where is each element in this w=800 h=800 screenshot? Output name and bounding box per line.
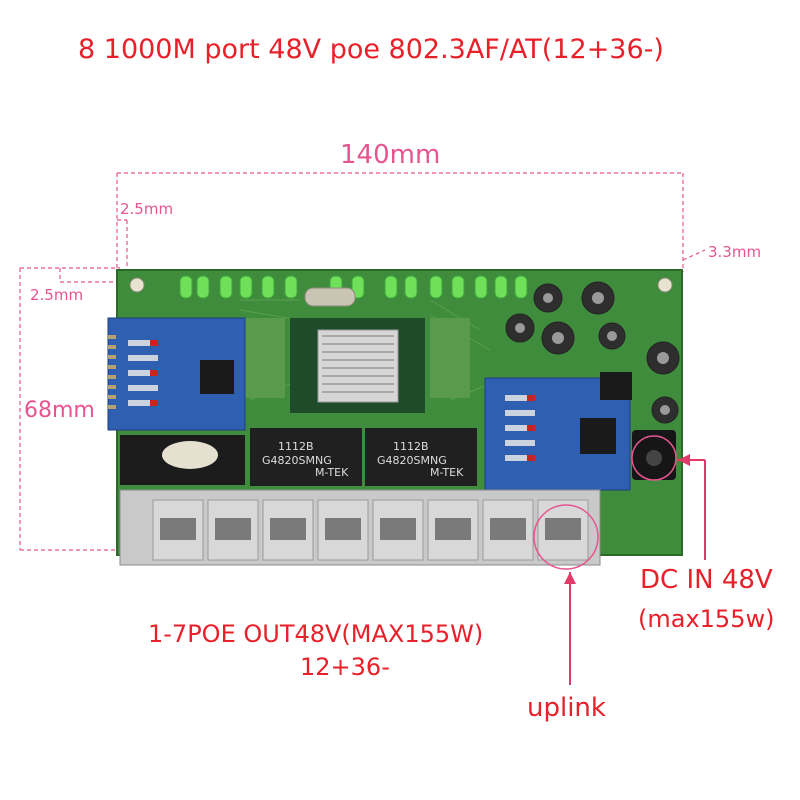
transformer-1-model: G4820SMNG [262, 454, 332, 467]
poe-pinout-label: 12+36- [300, 653, 390, 681]
transformer-2-code: 1112B [393, 440, 429, 453]
dc-input-label: DC IN 48V [640, 565, 773, 595]
height-dimension-label: 68mm [24, 398, 95, 423]
transformer-2-model: G4820SMNG [377, 454, 447, 467]
width-dimension-label: 140mm [340, 140, 441, 170]
page-title: 8 1000M port 48V poe 802.3AF/AT(12+36-) [78, 34, 664, 65]
left-offset-label: 2.5mm [30, 286, 84, 304]
top-left-offset-label: 2.5mm [120, 200, 174, 218]
transformer-1-code: 1112B [278, 440, 314, 453]
transformer-2-brand: M-TEK [430, 466, 464, 479]
uplink-label: uplink [527, 693, 606, 723]
transformer-1-brand: M-TEK [315, 466, 349, 479]
poe-output-label: 1-7POE OUT48V(MAX155W) [148, 620, 484, 648]
right-offset-label: 3.3mm [708, 243, 762, 261]
dc-max-power-label: (max155w) [638, 605, 775, 633]
